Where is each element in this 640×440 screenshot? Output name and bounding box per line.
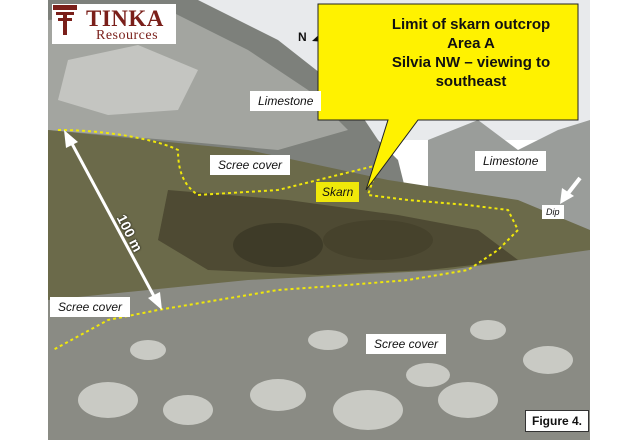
callout-line: Silvia NW – viewing to <box>391 54 551 71</box>
callout-line: Area A <box>447 35 495 52</box>
tinka-mark-icon <box>53 5 77 35</box>
callout-line: Limit of skarn outcrop <box>391 16 551 33</box>
logo-name: TINKA <box>86 6 164 31</box>
callout-text: Limit of skarn outcrop Area A Silvia NW … <box>366 15 576 91</box>
dark-outcrop <box>233 223 323 267</box>
north-label: N <box>298 30 307 44</box>
skarn-boundary-line <box>52 129 520 351</box>
skarn-label: Skarn <box>316 182 360 202</box>
boulders <box>78 320 573 430</box>
dip-arrow-icon <box>560 176 582 204</box>
figure-label: Figure 4. <box>525 410 590 432</box>
limestone-label-right: Limestone <box>475 151 547 171</box>
limestone-label-upper: Limestone <box>250 91 322 111</box>
scale-arrow <box>64 130 162 310</box>
dark-outcrop <box>323 220 433 260</box>
scree-label-bottom: Scree cover <box>366 334 447 354</box>
field-photograph: TINKA Resources N Limit of skarn outcrop… <box>48 0 590 440</box>
scree-label-upper: Scree cover <box>210 155 291 175</box>
scree-label-left: Scree cover <box>50 297 131 317</box>
callout-line: southeast <box>435 73 507 90</box>
cliff-face <box>48 10 348 150</box>
dip-label: Dip <box>542 205 564 219</box>
callout-bubble <box>317 3 579 191</box>
logo-subtitle: Resources <box>96 28 159 43</box>
company-logo: TINKA Resources <box>52 4 176 44</box>
cliff-highlight <box>58 45 198 115</box>
photo-scene <box>48 0 590 440</box>
